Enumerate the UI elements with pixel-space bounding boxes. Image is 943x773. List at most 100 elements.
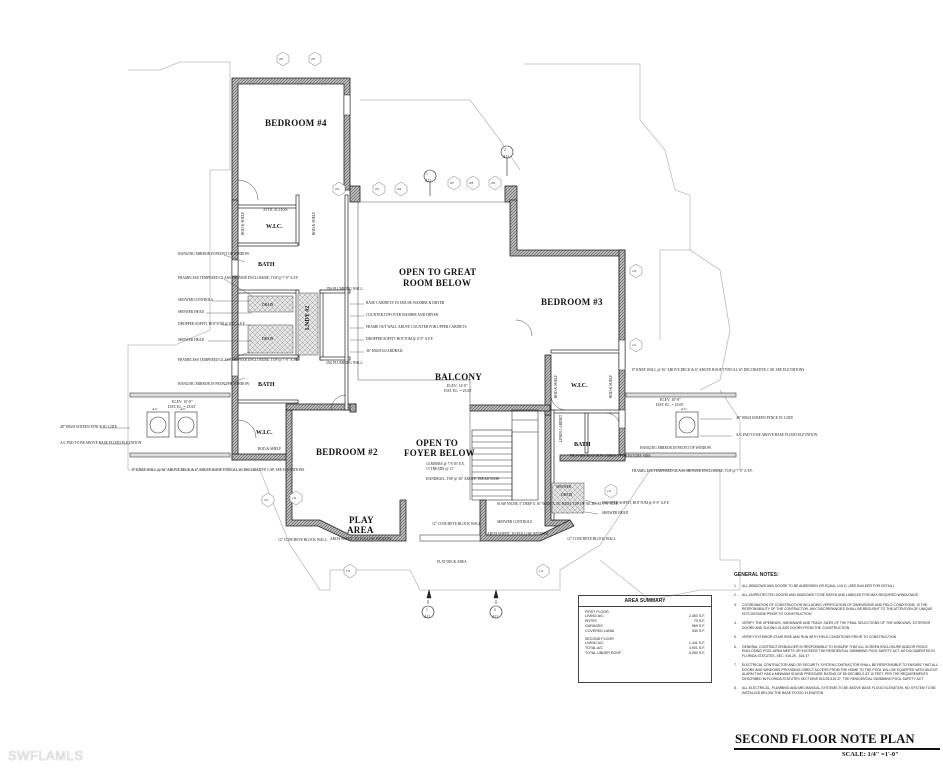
room-label-wic-top: W.I.C. [266,224,283,230]
right-elev: ELEV: 10'-8" [660,398,681,402]
callout-shower-head-2: SHOWER HEAD [602,511,628,515]
room-label-balcony: BALCONY [435,372,482,382]
note-item: 3.COORDINATION OF CONSTRUCTION INCLUDING… [734,602,933,616]
room-label-play-2: AREA [347,525,374,535]
callout-base-cabinets: BASE CABINETS TO HOUSE WASHER & DRYER [366,301,445,305]
tag-1: 202 [279,58,284,61]
drain-label-2: DRAIN [262,303,274,307]
left-dat: DAT. EL. = 23.65' [168,405,196,409]
tag-8: 209 [491,182,496,185]
sheet-scale: SCALE: 1/4" =1'-0" [842,751,899,758]
tag-5: 206 [397,188,402,191]
room-label-bath-mid: BATH [258,382,275,388]
callout-guardrail: 36" HIGH GUARDRAIL [366,349,403,353]
room-label-wic-left: W.I.C. [256,430,273,436]
callout-mirror-2: HANGING MIRROR IN FRONT OF WINDOW [178,382,250,386]
drain-label-1: DRAIN [561,493,573,497]
drain-label-3: DRAIN [262,337,274,341]
section-a12-2: A12 [425,179,431,183]
callout-shower-head-3: SHOWER HEAD [178,338,204,342]
callout-shower-head-1: SHOWER HEAD [178,310,204,314]
tag-12: 213 [346,570,351,573]
note-item: 1.ALL WINDOWS AND DOORS TO BE ANDERSEN O… [734,583,894,588]
second-floor-heading: SECOND FLOOR [585,637,614,641]
roof-outline [127,61,741,601]
tag-14: 215 [607,490,612,493]
sheet-title: SECOND FLOOR NOTE PLAN [735,732,915,746]
balcony-dat: DAT. EL. = 25.65' [444,389,472,393]
callout-glass-3: FRAMELESS TEMPERED GLASS SHOWER ENCLOSUR… [632,469,753,474]
callout-mirror-1: HANGING MIRROR IN FRONT OF WINDOW [178,252,250,256]
callout-plumbing-sink: PROVIDE ROUGH PLUMBING FOR FUTURE SINK [570,454,651,458]
room-label-bath-top: BATH [258,262,275,268]
balcony-elev: ELEV: 14'-8" [447,384,468,388]
callout-flat-deck: FLAT DECK AREA [437,560,467,564]
tag-13: 214 [539,570,544,573]
callout-risers: 14 RISERS @ 7 9/16" EA. [426,462,465,466]
callout-ac-pad-1: A/C PAD TO BE ABOVE BASE FLOOD ELEVATION [60,441,142,445]
room-label-open-foyer-1: OPEN TO [416,438,458,448]
ac-units [146,411,699,438]
callout-rod-shelf-4: ROD & SHELF [609,375,613,398]
tag-15: 216 [292,497,297,500]
callout-knee-wall-1: 8" KNEE WALL @ 36" ABOVE DECK & 6" ABOVE… [132,468,304,473]
room-label-open-great-1: OPEN TO GREAT [399,267,476,277]
right-dat: DAT. EL. = 23.65' [656,403,684,407]
room-label-play-1: PLAY [349,515,374,525]
tag-7: 208 [469,182,474,185]
grid-1-bottom: 1 [426,608,428,612]
note-item: 4.VERIFY THE OPENINGS, HARDWARE AND TRAC… [734,621,931,630]
room-label-wic-right: W.I.C. [571,383,588,389]
tags [261,51,643,579]
general-notes-title: GENERAL NOTES: [734,572,779,578]
bathroom-tile [247,292,585,514]
room-label-lndy: LNDY #2 [305,306,311,330]
callout-plumbing-wall-1: 2X6 PLUMBING WALL [326,287,363,291]
grid-2-top: 2 [504,148,506,152]
callout-rod-shelf-3: ROD & SHELF [554,375,558,398]
note-item: 5.VERIFY EXTERIOR STAIR RISE AND RUN WIT… [734,635,897,639]
ac-label-2: A/C [180,407,187,411]
callout-glass-1: FRAMELESS TEMPERED GLASS SHOWER ENCLOSUR… [178,276,299,281]
callout-soap-niche: SOAP NICHE 3" DEEP X 16" WIDE X 36" HIGH… [497,502,619,507]
tag-2: 203 [311,58,316,61]
general-notes: GENERAL NOTES: 1.ALL WINDOWS AND DOORS T… [734,573,939,700]
callout-soffit-3: DROPPED SOFFIT, BOTTOM @ 8'-0" A.F.F. [602,501,669,506]
room-label-bedroom3: BEDROOM #3 [541,297,603,307]
listing-watermark: SWFLAMLS [8,748,84,763]
note-item: 2.ALL UNPROTECTED DOORS AND WINDOWS TO B… [734,593,919,597]
section-markers [421,145,514,619]
callout-frame-out: FRAME OUT WALL ABOVE COUNTER FOR UPPER C… [366,325,467,329]
callout-fence-1: 48" HIGH SCREEN FENCE W/ GATE [60,425,118,429]
grid-2-bottom: 2 [494,608,496,612]
callout-attic: ATTIC ACCESS [263,208,287,212]
leader-lines [100,254,732,515]
callout-counter-top: COUNTER TOP OVER WASHER AND DRYER [366,313,439,317]
tag-9: 210 [632,270,637,273]
callout-linen: LINEN CABINET [559,414,563,442]
tag-3: 204 [335,188,340,191]
callout-rod-shelf-2: ROD & SHELF [312,212,316,235]
callout-soffit-1: DROPPED SOFFIT, BOTTOM @ 8'-0" A.F.F. [366,337,433,342]
callout-arch-2: ARCH SOFFIT, TO FOLLOW WINDOW [487,532,549,537]
shower-label: SHOWER [556,485,572,489]
callout-glass-2: FRAMELESS TEMPERED GLASS SHOWER ENCLOSUR… [178,358,299,363]
first-floor-heading: FIRST FLOOR [585,610,609,614]
callout-treads: 13 TREADS @ 11" [426,467,455,471]
callout-block-wall-2: 12" CONCRETE BLOCK WALL [432,522,481,526]
left-elev: ELEV: 10'-8" [172,400,193,404]
tag-11: 212 [264,499,269,502]
callout-plumbing-wall-2: 2X6 PLUMBING WALL [326,361,363,365]
door-swings [237,179,621,439]
callout-shower-controls-1: SHOWER CONTROLS [497,520,532,524]
callout-ac-pad-2: A/C PAD TO BE ABOVE BASE FLOOD ELEVATION [736,433,818,437]
note-item: 6.GENERAL CONTRACTOR/BUILDER IS RESPONSI… [734,644,935,658]
callout-handrail: HANDRAIL, TOP @ 36" ABOVE TREAD NOSE [426,477,500,482]
